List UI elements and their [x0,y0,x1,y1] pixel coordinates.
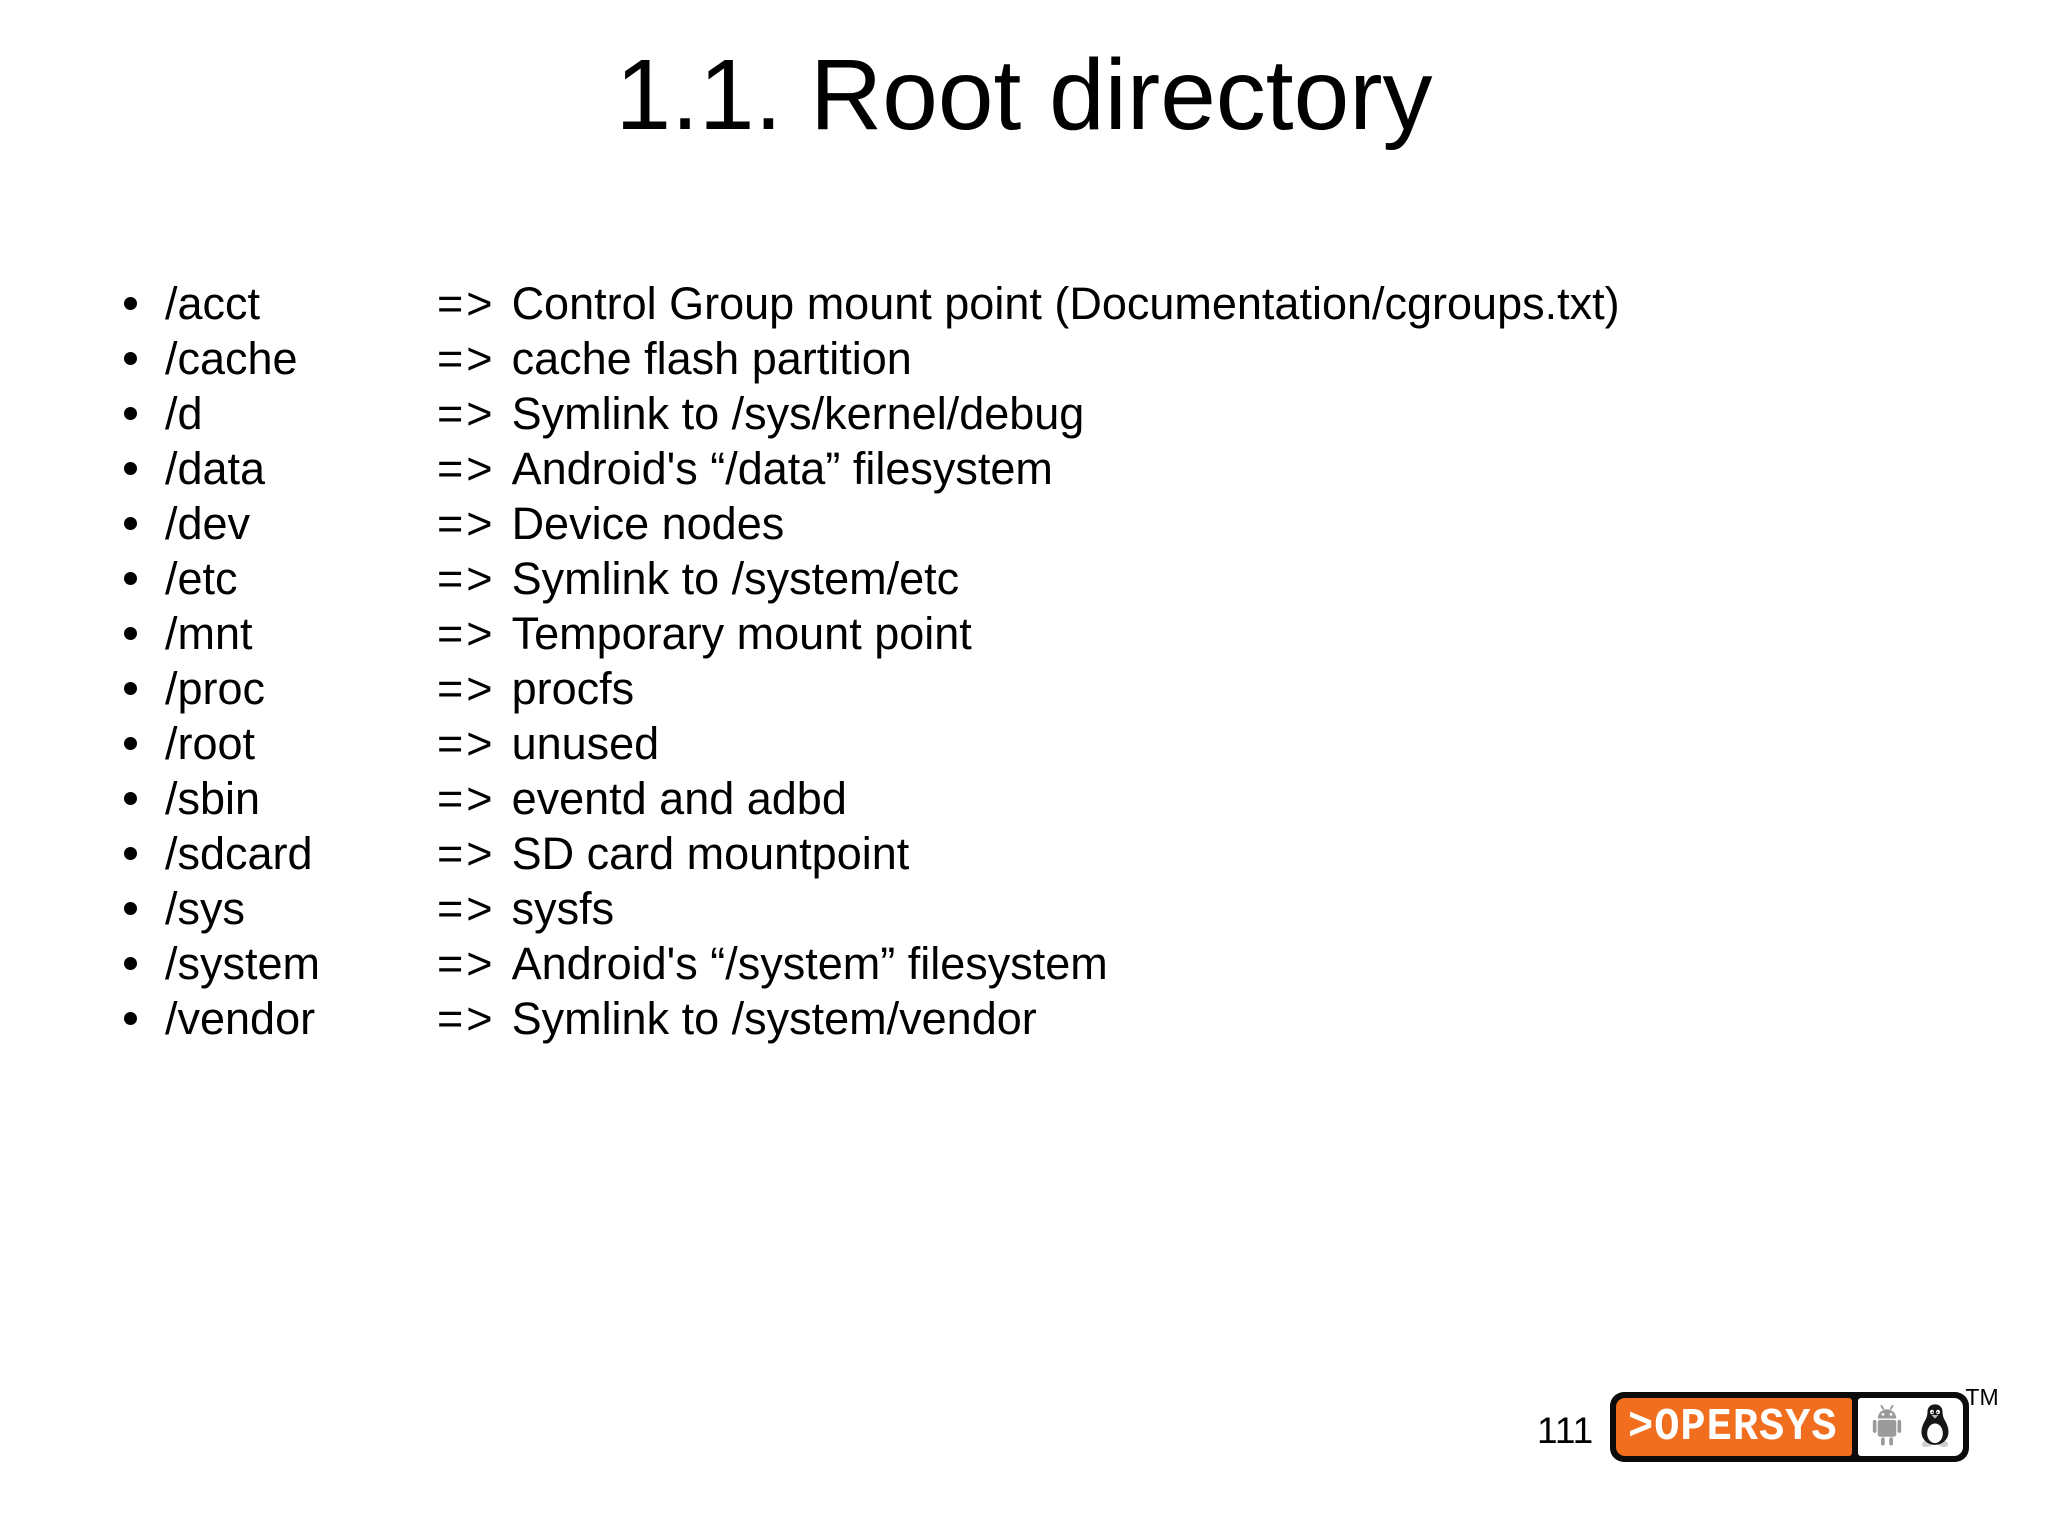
arrow-glyph: => [437,938,496,989]
directory-desc: => Symlink to /system/etc [437,551,959,606]
arrow-glyph: => [437,553,496,604]
list-item: /system => Android's “/system” filesystem [120,936,1620,991]
page-title: 1.1. Root directory [615,39,1433,151]
arrow-glyph: => [437,993,496,1044]
arrow-glyph: => [437,718,496,769]
bullet-icon [120,661,165,716]
directory-desc-text: Temporary mount point [511,608,972,659]
directory-desc-text: eventd and adbd [511,773,847,824]
list-item: /acct => Control Group mount point (Docum… [120,276,1620,331]
directory-term: /sbin [165,773,261,824]
directory-term: /acct [165,278,261,329]
bullet-icon [120,276,165,331]
bullet-icon [120,936,165,991]
directory-desc: => Android's “/system” filesystem [437,936,1108,991]
arrow-glyph: => [437,333,496,384]
list-item: /sdcard => SD card mountpoint [120,826,1620,881]
bullet-icon [120,606,165,661]
list-item: /etc => Symlink to /system/etc [120,551,1620,606]
directory-term: /vendor [165,993,316,1044]
list-item: /d => Symlink to /sys/kernel/debug [120,386,1620,441]
opersys-logo-orange-panel: >OPERSYS [1616,1398,1852,1456]
directory-desc: => eventd and adbd [437,771,847,826]
directory-desc-text: unused [511,718,660,769]
directory-term: /sys [165,883,246,934]
directory-term: /d [165,388,203,439]
bullet-icon [120,441,165,496]
list-item: /data => Android's “/data” filesystem [120,441,1620,496]
bullet-icon [120,551,165,606]
arrow-glyph: => [437,828,496,879]
bullet-icon [120,991,165,1046]
directory-desc-text: Symlink to /system/etc [511,553,960,604]
bullet-icon [120,771,165,826]
trademark-label: TM [1965,1384,1999,1410]
directory-desc-text: procfs [511,663,635,714]
android-robot-icon [1866,1401,1908,1454]
root-directory-list: /acct => Control Group mount point (Docum… [120,276,1620,1046]
directory-desc: => Android's “/data” filesystem [437,441,1053,496]
directory-desc-text: SD card mountpoint [511,828,910,879]
bullet-icon [120,386,165,441]
bullet-icon [120,716,165,771]
list-item: /mnt => Temporary mount point [120,606,1620,661]
list-item: /root => unused [120,716,1620,771]
directory-desc-text: Android's “/system” filesystem [511,938,1108,989]
list-item: /sbin => eventd and adbd [120,771,1620,826]
directory-desc: => procfs [437,661,634,716]
tux-penguin-icon [1915,1401,1955,1454]
bullet-icon [120,881,165,936]
arrow-glyph: => [437,883,496,934]
list-item: /cache => cache flash partition [120,331,1620,386]
opersys-logo-badge: >OPERSYS [1610,1392,1969,1462]
directory-term: /sdcard [165,828,313,879]
directory-desc-text: cache flash partition [511,333,912,384]
directory-desc: => Device nodes [437,496,784,551]
arrow-glyph: => [437,388,496,439]
directory-desc: => SD card mountpoint [437,826,909,881]
directory-desc-text: Control Group mount point (Documentation… [511,278,1620,329]
arrow-glyph: => [437,443,496,494]
directory-desc-text: Symlink to /sys/kernel/debug [511,388,1085,439]
directory-desc: => Temporary mount point [437,606,972,661]
bullet-icon [120,826,165,881]
opersys-logo-icon-panel [1857,1398,1963,1456]
opersys-logo: >OPERSYS [1610,1384,1999,1462]
directory-term: /root [165,718,256,769]
directory-desc: => cache flash partition [437,331,912,386]
directory-term: /system [165,938,321,989]
directory-term: /mnt [165,608,253,659]
directory-term: /data [165,443,266,494]
directory-desc-text: Symlink to /system/vendor [511,993,1037,1044]
bullet-icon [120,331,165,386]
list-item: /sys => sysfs [120,881,1620,936]
opersys-brand-text: >OPERSYS [1628,1401,1838,1453]
page-number: 111 [1537,1410,1594,1451]
arrow-glyph: => [437,663,496,714]
directory-desc-text: Device nodes [511,498,785,549]
directory-desc: => sysfs [437,881,614,936]
directory-desc-text: sysfs [511,883,615,934]
list-item: /dev => Device nodes [120,496,1620,551]
directory-term: /etc [165,553,238,604]
arrow-glyph: => [437,773,496,824]
arrow-glyph: => [437,498,496,549]
directory-desc: => Symlink to /system/vendor [437,991,1037,1046]
directory-term: /cache [165,333,298,384]
bullet-icon [120,496,165,551]
list-item: /vendor => Symlink to /system/vendor [120,991,1620,1046]
arrow-glyph: => [437,608,496,659]
list-item: /proc => procfs [120,661,1620,716]
directory-term: /dev [165,498,251,549]
directory-desc: => Control Group mount point (Documentati… [437,276,1620,331]
directory-desc-text: Android's “/data” filesystem [511,443,1053,494]
directory-term: /proc [165,663,266,714]
directory-desc: => Symlink to /sys/kernel/debug [437,386,1084,441]
directory-desc: => unused [437,716,659,771]
arrow-glyph: => [437,278,496,329]
